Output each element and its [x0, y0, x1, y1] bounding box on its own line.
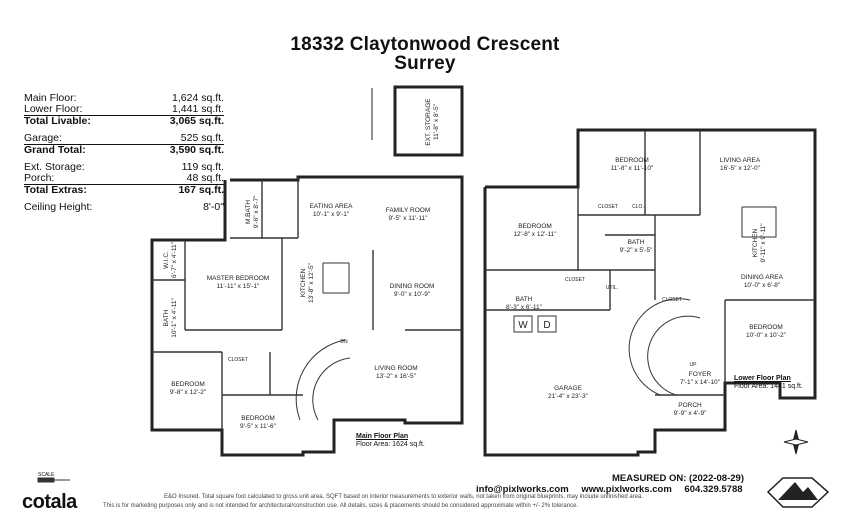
room-l-bath-dim: 9'-2" x 5'-5": [620, 247, 653, 254]
kitchen-island: [322, 262, 350, 294]
area-row: Main Floor:1,624 sq.ft.: [24, 92, 224, 104]
area-summary-table: Main Floor:1,624 sq.ft. Lower Floor:1,44…: [24, 93, 224, 213]
room-l-bed1: BEDROOM: [615, 157, 649, 164]
room-l-kitchen: KITCHEN: [752, 228, 759, 257]
room-l-clo: CLO.: [632, 204, 644, 210]
room-mbath: M.BATH: [245, 200, 252, 224]
room-foyer-dim: 7'-1" x 14'-10": [680, 379, 721, 386]
lower-stair-outer: [628, 298, 691, 396]
ext-storage-outline: [393, 85, 464, 157]
measured-on: MEASURED ON: (2022-08-29): [612, 473, 744, 484]
scale-bar: [37, 477, 70, 483]
room-l-bed3-dim: 10'-0" x 10'-2": [746, 332, 787, 339]
area-row: Garage:525 sq.ft.: [24, 132, 224, 145]
room-l-dining: DINING AREA: [741, 274, 784, 281]
room-l-bed2-dim: 12'-8" x 12'-11": [513, 231, 557, 238]
room-porch-dim: 9'-9" x 4'-9": [674, 410, 707, 417]
room-l-bed3: BEDROOM: [749, 324, 783, 331]
area-row: Total Livable:3,065 sq.ft.: [24, 115, 224, 127]
lower-stair-inner: [647, 315, 701, 396]
room-living: LIVING ROOM: [374, 365, 417, 372]
room-wic: W.I.C.: [163, 251, 170, 269]
main-floor-outline: [150, 175, 464, 457]
room-foyer: FOYER: [689, 371, 712, 378]
phone-text: 604.329.5788: [684, 484, 743, 495]
area-row: Total Extras:167 sq.ft.: [24, 184, 224, 196]
room-l-util: UTIL.: [606, 285, 618, 291]
web-text: www.pixlworks.com: [581, 484, 672, 495]
room-master-dim: 11'-11" x 15'-1": [217, 283, 260, 290]
room-dining-dim: 9'-0" x 10'-9": [394, 291, 431, 298]
room-wic-dim: 6'-7" x 4'-11": [171, 241, 178, 278]
area-row: Lower Floor:1,441 sq.ft.: [24, 103, 224, 116]
room-l-bed2: BEDROOM: [518, 223, 552, 230]
lower-kitchen-island: [741, 206, 777, 238]
room-ext-storage-dim: 11'-8" x 8'-5": [433, 103, 440, 140]
dryer-label: D: [543, 320, 550, 331]
washer-label: W: [518, 320, 528, 331]
room-l-bath2-dim: 8'-3" x 6'-11": [506, 304, 543, 311]
room-dining: DINING ROOM: [390, 283, 435, 290]
room-garage: GARAGE: [554, 385, 582, 392]
room-garage-dim: 21'-4" x 23'-3": [548, 393, 589, 400]
room-l-closet: CLOSET: [598, 204, 618, 210]
disclaimer-2: This is for marketing purposes only and …: [103, 503, 579, 509]
email-text: info@pixlworks.com: [476, 484, 569, 495]
contact-row: info@pixlworks.com www.pixlworks.com 604…: [476, 484, 753, 495]
main-stair-inner: [312, 357, 351, 421]
scale-label: SCALE: [38, 472, 55, 478]
room-l-living: LIVING AREA: [720, 157, 761, 164]
area-row: Grand Total:3,590 sq.ft.: [24, 144, 224, 156]
room-l-kitchen-dim: 9'-11" x 9'-11": [760, 223, 767, 263]
room-eating-dim: 10'-1" x 9'-1": [313, 211, 350, 218]
room-mbath-dim: 9'-6" x 8'-7": [253, 195, 260, 228]
room-bedroom-a-dim: 9'-8" x 12'-2": [170, 389, 207, 396]
room-living-dim: 13'-2" x 16'-5": [376, 373, 417, 380]
room-l-bed1-dim: 11'-8" x 11'-10": [611, 165, 654, 172]
room-bedroom-b-dim: 9'-5" x 11'-6": [240, 423, 277, 430]
room-bedroom-a: BEDROOM: [171, 381, 205, 388]
room-l-bath2: BATH: [516, 296, 533, 303]
svg-text:PixlWorks: PixlWorks: [787, 501, 810, 507]
pixlworks-badge-icon: PixlWorks: [766, 477, 830, 508]
area-row: Ext. Storage:119 sq.ft.: [24, 161, 224, 173]
room-family: FAMILY ROOM: [386, 207, 431, 214]
room-l-living-dim: 16'-5" x 12'-0": [720, 165, 761, 172]
room-family-dim: 9'-5" x 11'-11": [388, 215, 428, 222]
room-bath-main: BATH: [163, 309, 170, 326]
area-row: Porch:48 sq.ft.: [24, 172, 224, 185]
disclaimer-1: E&O Insured. Total square foot calculate…: [164, 494, 644, 500]
room-ext-storage: EXT. STORAGE: [425, 98, 432, 146]
stair-dn: DN: [340, 339, 348, 345]
room-bedroom-b: BEDROOM: [241, 415, 275, 422]
area-row: Ceiling Height:8'-0": [24, 201, 224, 213]
room-eating: EATING AREA: [310, 203, 354, 210]
city-title: Surrey: [394, 53, 456, 74]
ext-storage-label-group: EXT. STORAGE 11'-8" x 8'-5": [425, 98, 440, 146]
room-porch: PORCH: [678, 402, 702, 409]
address-title: 18332 Claytonwood Crescent: [290, 34, 560, 55]
room-closet: CLOSET: [228, 357, 248, 363]
room-l-closet3: CLOSET: [662, 297, 682, 303]
room-l-dining-dim: 10'-0" x 6'-8": [744, 282, 781, 289]
room-kitchen: KITCHEN: [300, 268, 307, 297]
lower-floor-outline: [483, 128, 817, 457]
stair-up: UP: [690, 362, 698, 368]
cotala-logo: cotala: [22, 491, 77, 513]
room-master: MASTER BEDROOM: [207, 275, 269, 282]
main-stair-outer: [295, 339, 346, 421]
room-kitchen-dim: 13'-8" x 12'-5": [308, 262, 315, 303]
room-bath-main-dim: 10'-1" x 4'-11": [171, 298, 178, 338]
room-l-closet2: CLOSET: [565, 277, 585, 283]
room-l-bath: BATH: [628, 239, 645, 246]
north-arrow-icon: [783, 429, 809, 455]
